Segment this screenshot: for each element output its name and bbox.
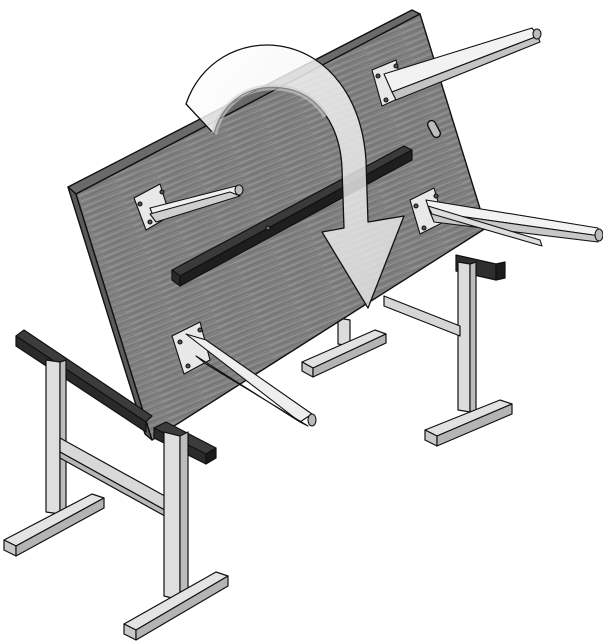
folding-leg-lower-left (171, 321, 317, 427)
crossbar-rear (383, 295, 461, 337)
trestle-front (3, 329, 229, 641)
mount-plate (171, 321, 211, 375)
folding-leg-upper-left (133, 183, 244, 231)
leg-post-front-left (45, 359, 61, 515)
trestle-rear (301, 254, 513, 447)
leg-post-front-right (163, 431, 181, 601)
tabletop-slot (426, 119, 442, 139)
curved-arrow-icon (185, 44, 405, 309)
folding-leg-upper-right (371, 27, 542, 107)
folding-leg-right (409, 187, 603, 247)
leg-post-rear-right (457, 261, 471, 413)
